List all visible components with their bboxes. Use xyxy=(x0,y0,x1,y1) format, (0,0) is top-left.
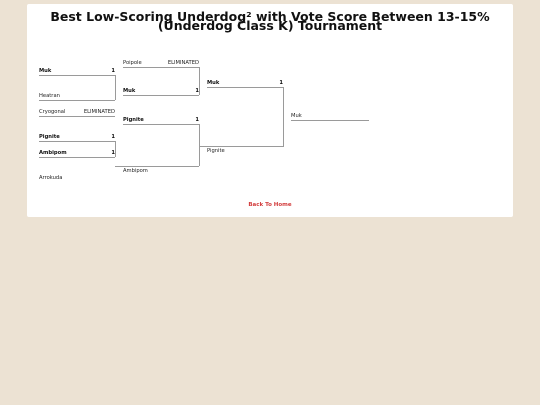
competitor-score: 1 xyxy=(195,88,199,94)
competitor-name: Ambipom xyxy=(123,168,148,174)
r2-slot-2: Muk 1 xyxy=(123,86,199,96)
competitor-name: Arrokuda xyxy=(39,175,63,181)
r2-bottom-line xyxy=(115,166,199,167)
tournament-card: Best Low-Scoring Underdog² with Vote Sco… xyxy=(27,4,513,217)
competitor-score: ELIMINATED xyxy=(167,60,199,66)
competitor-name: Ambipom xyxy=(39,150,67,156)
competitor-name: Pignite xyxy=(39,134,60,140)
competitor-score: ELIMINATED xyxy=(83,109,115,115)
competitor-score: 1 xyxy=(111,150,115,156)
r3-slot-1: Muk 1 xyxy=(207,78,283,88)
competitor-name: Poipole xyxy=(123,60,142,66)
competitor-score: 1 xyxy=(195,117,199,123)
competitor-name: Muk xyxy=(207,80,220,86)
r3-slot-2: Pignite xyxy=(207,146,283,155)
r1-slot-6: Arrokuda xyxy=(39,173,115,182)
r2-slot-4: Ambipom xyxy=(123,166,199,175)
competitor-name: Cryogonal xyxy=(39,109,66,115)
r1-slot-4: Pignite 1 xyxy=(39,132,115,142)
back-to-home-link[interactable]: Back To Home xyxy=(248,202,292,208)
competitor-score: 1 xyxy=(111,134,115,140)
r2-slot-3: Pignite 1 xyxy=(123,115,199,125)
competitor-name: Pignite xyxy=(207,148,225,154)
competitor-name: Pignite xyxy=(123,117,144,123)
r1-slot-1: Muk 1 xyxy=(39,66,115,76)
competitor-score: 1 xyxy=(279,80,283,86)
winner-slot: Muk xyxy=(291,111,369,121)
r1-slot-2: Heatran xyxy=(39,91,115,101)
r1-connector-1 xyxy=(115,75,116,100)
competitor-name: Heatran xyxy=(39,93,60,99)
competitor-name: Muk xyxy=(39,68,52,74)
competitor-score: 1 xyxy=(111,68,115,74)
r2-slot-1: Poipole ELIMINATED xyxy=(123,58,199,68)
r1-slot-3: Cryogonal ELIMINATED xyxy=(39,107,115,117)
r2-connector-1 xyxy=(199,67,200,95)
competitor-name: Muk xyxy=(123,88,136,94)
r1-slot-5: Ambipom 1 xyxy=(39,148,115,158)
page-title: Best Low-Scoring Underdog² with Vote Sco… xyxy=(50,9,490,33)
r2-connector-2 xyxy=(199,124,200,166)
r3-bottom-line xyxy=(199,146,283,147)
r1-connector-3 xyxy=(115,141,116,157)
winner-name: Muk xyxy=(291,113,302,119)
r3-connector xyxy=(283,87,284,147)
